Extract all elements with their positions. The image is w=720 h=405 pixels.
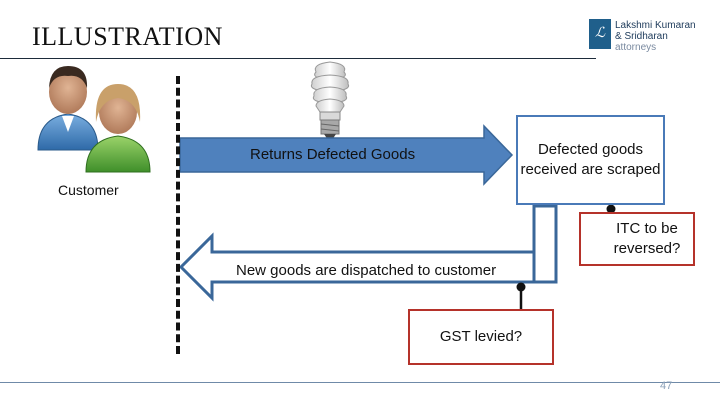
itc-reversal-text: ITC to be reversed? [613,220,681,257]
gst-levied-text: GST levied? [439,328,523,345]
dispatch-arrow-label: New goods are dispatched to customer [236,262,497,279]
logo-text: Lakshmi Kumaran & Sridharan attorneys [615,20,696,53]
customer-label: Customer [58,182,119,198]
itc-connector-dot [606,204,616,214]
title-divider [0,58,596,59]
light-bulb-icon [310,61,350,140]
arrow-connector-bar [532,204,558,284]
footer-rule [0,382,720,383]
gst-levied-box: GST levied? [408,309,554,365]
dispatch-arrow [178,232,548,302]
itc-reversal-box: ITC to be reversed? [579,212,695,266]
customer-people-icon [37,66,151,173]
logo-mark-icon: ℒ [589,19,611,49]
logo-line-2: & Sridharan [615,31,668,42]
returns-arrow-label: Returns Defected Goods [250,146,416,163]
defected-goods-box: Defected goods received are scraped [516,115,665,205]
page-number: 47 [660,380,673,392]
firm-logo: ℒ Lakshmi Kumaran & Sridharan attorneys [589,19,719,59]
logo-line-3: attorneys [615,42,657,53]
returns-arrow [179,124,514,186]
customer-divider-dashed [176,76,180,354]
defected-goods-text: Defected goods received are scraped [520,141,661,178]
logo-line-1: Lakshmi Kumaran [615,20,696,31]
gst-connector-dot [516,282,526,292]
slide-title: ILLUSTRATION [32,22,223,51]
